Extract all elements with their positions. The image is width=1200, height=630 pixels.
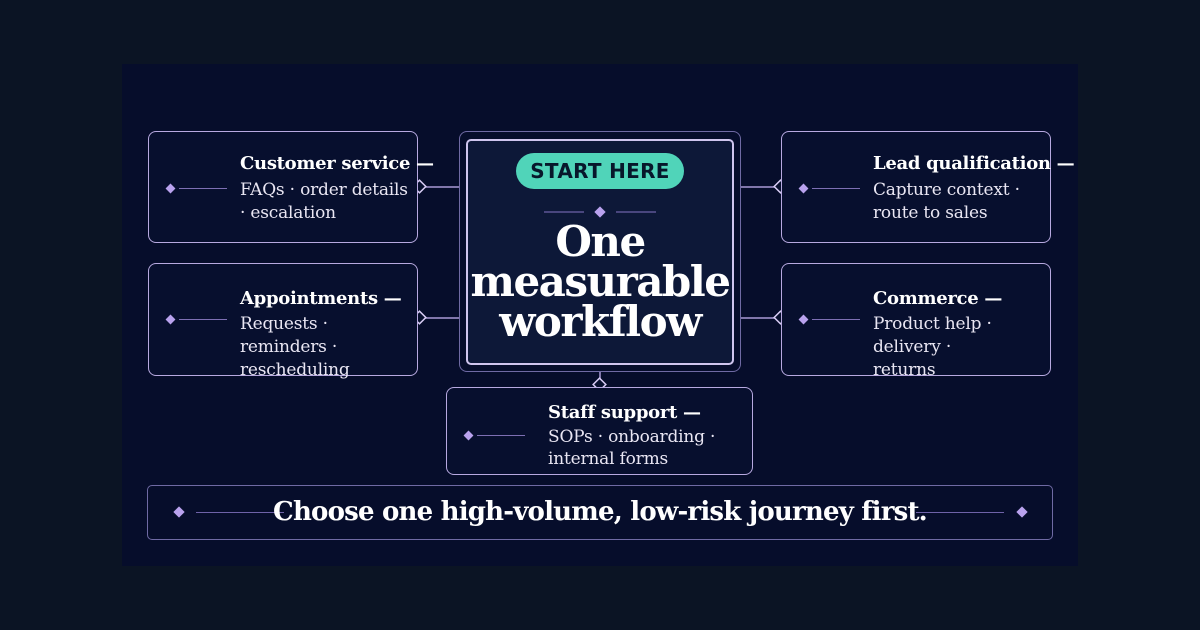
card-description: SOPs · onboarding · internal forms — [548, 427, 716, 469]
card-title: Staff support — — [548, 402, 701, 423]
center-frame-outer — [459, 131, 741, 372]
card-description: Requests · reminders · rescheduling — [240, 314, 350, 380]
footer-text: Choose one high-volume, low-risk journey… — [273, 497, 928, 527]
card-title: Appointments — — [240, 288, 402, 309]
card-lead-qualification: Lead qualification — Capture context · r… — [781, 131, 1075, 243]
divider — [812, 319, 860, 320]
heading-line: One — [555, 217, 646, 266]
divider — [812, 188, 860, 189]
start-here-badge: START HERE — [516, 153, 684, 189]
center-ornament — [544, 206, 656, 218]
diamond-icon — [594, 206, 606, 218]
diamond-icon — [463, 430, 474, 441]
footer-banner: Choose one high-volume, low-risk journey… — [147, 485, 1053, 540]
divider — [196, 512, 284, 513]
card-appointments: Appointments — Requests · reminders · re… — [148, 263, 418, 380]
divider — [179, 319, 227, 320]
card-description: Capture context · route to sales — [873, 180, 1020, 223]
heading-line: measurable — [470, 257, 731, 306]
card-description: FAQs · order details · escalation — [240, 180, 408, 223]
heading-line: workflow — [499, 297, 702, 346]
card-description: Product help · delivery · returns — [873, 314, 992, 380]
divider — [179, 188, 227, 189]
card-title: Lead qualification — — [873, 153, 1075, 174]
diamond-icon — [165, 183, 176, 194]
center-heading: One measurable workflow — [466, 217, 734, 346]
diamond-icon — [798, 183, 809, 194]
divider — [916, 512, 1004, 513]
card-title: Customer service — — [240, 153, 434, 174]
diamond-icon — [798, 314, 809, 325]
card-customer-service: Customer service — FAQs · order details … — [148, 131, 434, 243]
card-staff-support: Staff support — SOPs · onboarding · inte… — [446, 387, 753, 475]
diamond-icon — [165, 314, 176, 325]
divider — [477, 435, 525, 436]
card-commerce: Commerce — Product help · delivery · ret… — [781, 263, 1051, 380]
card-title: Commerce — — [873, 288, 1003, 309]
